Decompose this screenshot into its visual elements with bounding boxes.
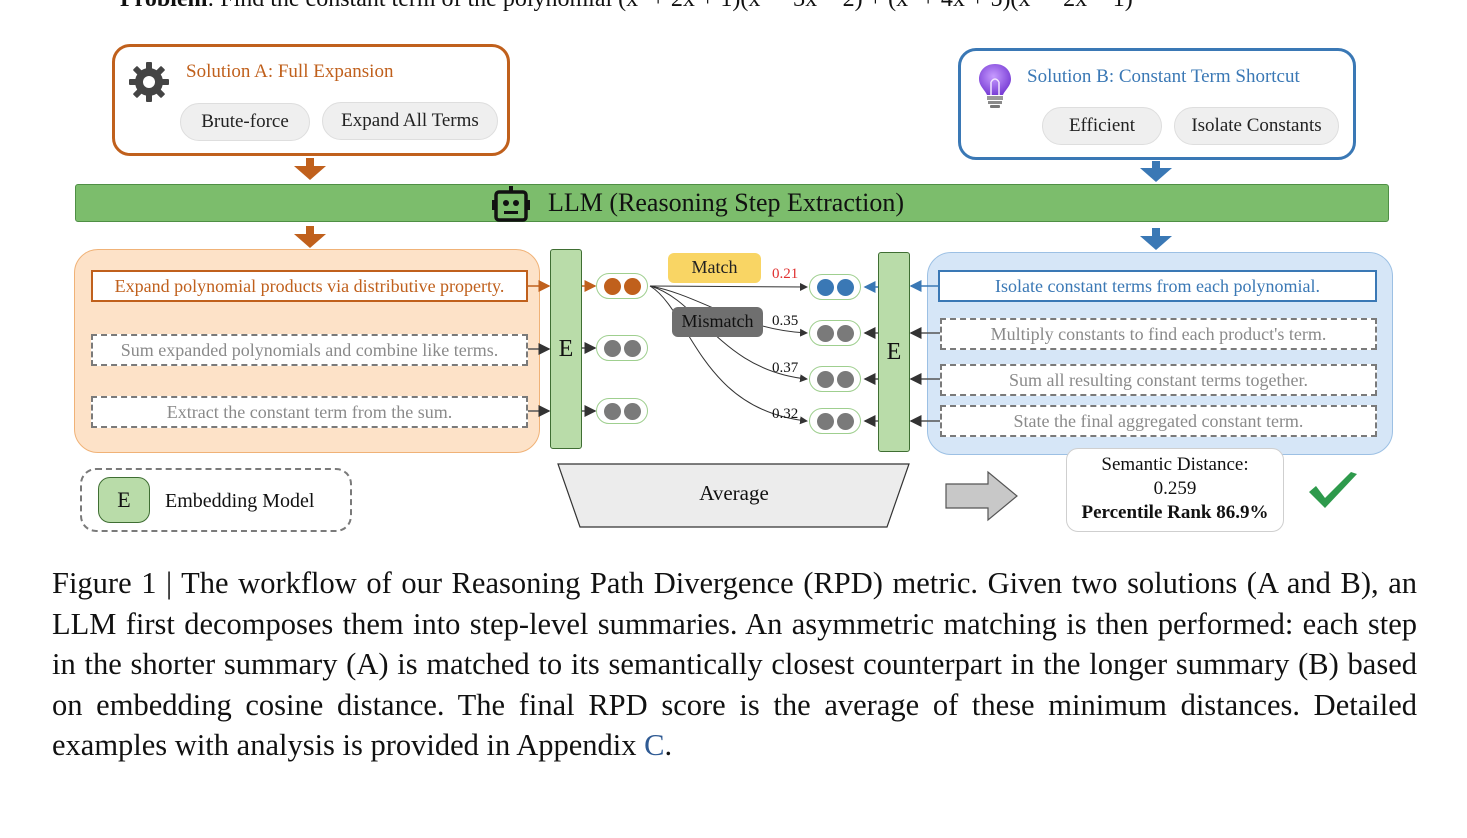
llm-bar — [75, 184, 1389, 222]
result-box: Semantic Distance: 0.259 Percentile Rank… — [1066, 448, 1284, 532]
appendix-link[interactable]: C — [644, 728, 665, 763]
embedding-b-2 — [809, 320, 861, 346]
solution-a-title: Solution A: Full Expansion — [186, 61, 394, 82]
distance-2: 0.35 — [772, 313, 799, 329]
arrow-b-bottom-head — [1140, 236, 1172, 250]
legend-embedding-symbol: E — [98, 477, 150, 523]
embedding-dot — [603, 277, 621, 295]
caption-end: . — [664, 728, 673, 763]
problem-text: : Find the constant term of the polynomi… — [208, 0, 1133, 12]
embedding-dot — [623, 277, 641, 295]
step-a-2: Sum expanded polynomials and combine lik… — [91, 334, 528, 366]
step-a-3: Extract the constant term from the sum. — [91, 396, 528, 428]
embedding-dot — [836, 370, 854, 388]
solution-b-title: Solution B: Constant Term Shortcut — [1027, 66, 1300, 87]
embedding-a-1 — [596, 273, 648, 299]
step-b-3: Sum all resulting constant terms togethe… — [940, 364, 1377, 396]
problem-statement: Problem: Find the constant term of the p… — [120, 0, 1360, 16]
lightbulb-icon — [979, 64, 1011, 108]
embedding-b-1 — [809, 274, 861, 300]
embedding-dot — [816, 278, 834, 296]
solution-b-tag-efficient: Efficient — [1042, 107, 1162, 145]
embedding-dot — [836, 278, 854, 296]
caption-text: Figure 1 | The workflow of our Reasoning… — [52, 566, 1417, 763]
embedding-a-2 — [596, 335, 648, 361]
average-label: Average — [699, 481, 769, 505]
embedding-b-4 — [809, 408, 861, 434]
embedding-b-3 — [809, 366, 861, 392]
arrow-b-bottom-shaft — [1152, 228, 1160, 237]
encoder-a: E — [550, 249, 582, 449]
match-tag: Match — [668, 253, 761, 283]
solution-b-tag-isolate: Isolate Constants — [1174, 107, 1339, 145]
robot-icon — [492, 186, 530, 222]
average-block — [557, 463, 910, 528]
result-value: 0.259 — [1153, 478, 1197, 499]
solution-a-tag-bruteforce: Brute-force — [180, 103, 310, 141]
encoder-b: E — [878, 252, 910, 452]
result-title: Semantic Distance: — [1101, 454, 1249, 475]
arrow-b-top-shaft — [1152, 161, 1160, 169]
mismatch-tag: Mismatch — [672, 307, 763, 337]
arrow-a-top-head — [294, 166, 326, 180]
embedding-dot — [836, 412, 854, 430]
distance-1: 0.21 — [772, 266, 799, 282]
embedding-dot — [623, 402, 641, 420]
embedding-dot — [816, 370, 834, 388]
check-icon — [1309, 472, 1357, 508]
distance-4: 0.32 — [772, 406, 799, 422]
problem-label: Problem — [120, 0, 208, 12]
arrow-b-top-head — [1140, 168, 1172, 182]
flow-arrows-top — [294, 158, 1172, 250]
step-b-2: Multiply constants to find each product'… — [940, 318, 1377, 350]
gear-icon — [129, 62, 169, 102]
embedding-dot — [603, 402, 621, 420]
embedding-dot — [603, 339, 621, 357]
arrow-a-top-shaft — [306, 158, 314, 167]
embedding-dot — [816, 324, 834, 342]
step-a-1: Expand polynomial products via distribut… — [91, 270, 528, 302]
distance-3: 0.37 — [772, 360, 799, 376]
legend-embedding-label: Embedding Model — [165, 490, 315, 512]
step-b-1: Isolate constant terms from each polynom… — [938, 270, 1377, 302]
embedding-dot — [816, 412, 834, 430]
arrow-a-bottom-head — [294, 234, 326, 248]
embedding-dot — [623, 339, 641, 357]
result-rank: Percentile Rank 86.9% — [1081, 502, 1269, 523]
llm-label: LLM (Reasoning Step Extraction) — [548, 188, 904, 217]
embedding-dot — [836, 324, 854, 342]
matching-connectors — [528, 280, 940, 427]
arrow-a-bottom-shaft — [306, 226, 314, 235]
figure-caption: Figure 1 | The workflow of our Reasoning… — [52, 563, 1417, 766]
embedding-a-3 — [596, 398, 648, 424]
solution-a-tag-expand: Expand All Terms — [322, 102, 498, 140]
step-b-4: State the final aggregated constant term… — [940, 405, 1377, 437]
result-arrow — [945, 470, 1018, 522]
